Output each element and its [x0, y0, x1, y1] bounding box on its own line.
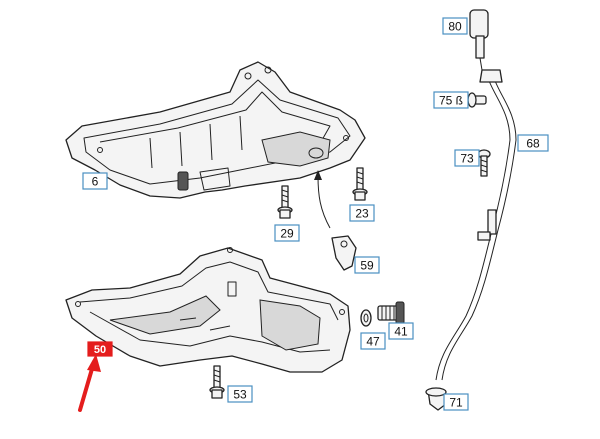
callout-41[interactable]: 41	[388, 322, 414, 340]
callout-29[interactable]: 29	[274, 224, 300, 242]
callout-80[interactable]: 80	[442, 17, 468, 35]
svg-text:41: 41	[394, 325, 408, 339]
callout-59[interactable]: 59	[354, 256, 380, 274]
red-arrow	[78, 354, 101, 412]
callout-73[interactable]: 73	[454, 149, 480, 167]
bolt-29[interactable]	[277, 185, 293, 219]
svg-text:6: 6	[92, 175, 99, 189]
svg-text:68: 68	[526, 137, 540, 151]
svg-text:29: 29	[280, 227, 294, 241]
callout-53[interactable]: 53	[227, 385, 253, 403]
callout-68[interactable]: 68	[517, 134, 549, 152]
gasket-59[interactable]	[331, 235, 357, 271]
bolt-53[interactable]	[209, 365, 225, 399]
drain-plug-41[interactable]	[377, 301, 405, 325]
bolt-75[interactable]	[467, 92, 487, 108]
upper-oil-pan[interactable]	[65, 61, 366, 199]
dipstick-tube-68[interactable]	[435, 69, 517, 381]
seal-71[interactable]	[425, 387, 447, 411]
bolt-73[interactable]	[477, 149, 491, 177]
lower-oil-pan[interactable]	[65, 247, 351, 373]
callout-6[interactable]: 6	[82, 172, 108, 190]
callout-23[interactable]: 23	[349, 204, 375, 222]
callout-47[interactable]: 47	[360, 332, 386, 350]
svg-text:73: 73	[460, 152, 474, 166]
svg-text:23: 23	[355, 207, 369, 221]
callout-75[interactable]: 75 ß	[433, 91, 469, 109]
callout-highlighted[interactable]: 50	[87, 341, 113, 357]
svg-text:50: 50	[94, 344, 106, 356]
svg-text:47: 47	[366, 335, 380, 349]
washer-47[interactable]	[360, 309, 372, 327]
dipstick-handle-80[interactable]	[469, 9, 489, 71]
svg-text:53: 53	[233, 388, 247, 402]
svg-text:59: 59	[360, 259, 374, 273]
callout-71[interactable]: 71	[443, 393, 469, 411]
bolt-23[interactable]	[352, 167, 368, 201]
svg-text:71: 71	[449, 396, 463, 410]
svg-text:80: 80	[448, 20, 462, 34]
svg-text:75 ß: 75 ß	[439, 94, 463, 108]
